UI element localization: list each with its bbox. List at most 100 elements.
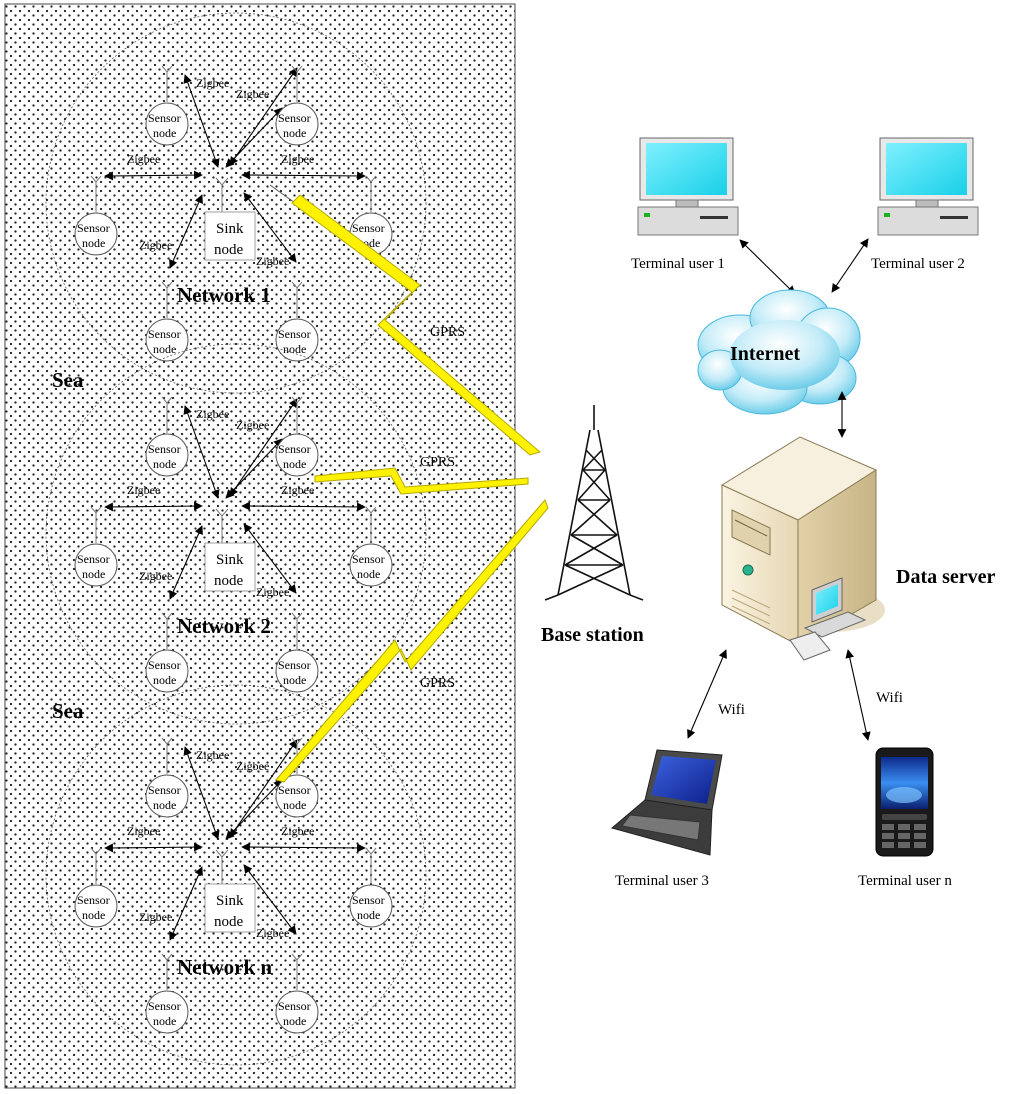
zigbee-link-arrow	[225, 438, 283, 499]
zigbee-link-arrow	[243, 192, 297, 263]
network-boundary	[45, 343, 427, 725]
sink-node-label-line1: Sink	[216, 221, 244, 237]
base-station-label: Base station	[541, 624, 644, 646]
network-n: SinknodeSensornodeSensornodeSensornodeSe…	[45, 684, 427, 1066]
zigbee-label: Zigbee	[256, 585, 289, 599]
sensor-node-label-line2: node	[153, 673, 176, 687]
sensor-node-label-line2: node	[153, 457, 176, 471]
sensor-node-label-line2: node	[153, 1014, 176, 1028]
sensor-node-bottom-left	[145, 318, 189, 362]
sink-antenna-icon	[215, 177, 229, 212]
zigbee-link-arrow	[169, 194, 203, 269]
link-user2-internet	[831, 238, 869, 293]
sensor-node-label-line2: node	[357, 567, 380, 581]
zigbee-label: Zigbee	[127, 483, 160, 497]
sensor-node-label-line2: node	[283, 673, 306, 687]
sensor-antenna-icon	[161, 953, 173, 990]
terminal-user-2-label: Terminal user 2	[871, 256, 965, 272]
sensor-node-label-line2: node	[153, 126, 176, 140]
base-station-tower-icon	[544, 405, 644, 601]
sensor-node-label-line1: Sensor	[278, 658, 311, 672]
zigbee-label: Zigbee	[281, 824, 314, 838]
sensor-antenna-icon	[291, 396, 303, 433]
terminal-user-n-phone-icon	[875, 747, 934, 857]
sensor-antenna-icon	[291, 612, 303, 649]
sensor-node-bottom-left	[145, 649, 189, 693]
sensor-node-label-line1: Sensor	[77, 221, 110, 235]
terminal-user-1-computer-icon	[637, 137, 739, 236]
sensor-node-left	[74, 884, 118, 928]
sensor-node-label-line1: Sensor	[352, 221, 385, 235]
sea-label: Sea	[52, 699, 84, 723]
sensor-node-label-line1: Sensor	[148, 783, 181, 797]
sink-node-label-line1: Sink	[216, 552, 244, 568]
link-user1-internet	[739, 239, 796, 295]
sensor-node-right	[349, 543, 393, 587]
zigbee-link-arrow	[225, 779, 283, 840]
zigbee-label: Zigbee	[281, 483, 314, 497]
zigbee-label: Zigbee	[139, 238, 172, 252]
sink-antenna-icon	[215, 508, 229, 543]
terminal-user-n-label: Terminal user n	[858, 873, 952, 889]
sensor-antenna-icon	[161, 612, 173, 649]
zigbee-label: Zigbee	[196, 748, 229, 762]
zigbee-label: Zigbee	[139, 910, 172, 924]
sensor-node-label-line1: Sensor	[148, 658, 181, 672]
sensor-node-label-line1: Sensor	[352, 552, 385, 566]
internet-label: Internet	[730, 343, 800, 365]
zigbee-label: Zigbee	[196, 407, 229, 421]
terminal-user-3-laptop-icon	[610, 749, 723, 856]
gprs-label: GPRS	[420, 676, 455, 691]
terminal-user-3-label: Terminal user 3	[615, 873, 709, 889]
sensor-node-bottom-left	[145, 990, 189, 1034]
network-1: SinknodeSensornodeSensornodeSensornodeSe…	[45, 12, 427, 394]
sensor-antenna-icon	[365, 847, 377, 884]
zigbee-link-arrow	[104, 170, 203, 181]
sink-node-label-line1: Sink	[216, 893, 244, 909]
sensor-node-left	[74, 212, 118, 256]
sensor-node-label-line2: node	[153, 342, 176, 356]
zigbee-link-arrow	[169, 866, 203, 941]
sensor-node-label-line1: Sensor	[77, 893, 110, 907]
sensor-node-label-line1: Sensor	[148, 111, 181, 125]
sea-label: Sea	[52, 368, 84, 392]
gprs-label: GPRS	[420, 455, 455, 470]
wifi-label: Wifi	[718, 702, 745, 718]
gprs-link-3: GPRS	[275, 499, 549, 783]
sensor-node-top-left	[145, 774, 189, 818]
data-server-label: Data server	[896, 566, 996, 588]
zigbee-link-arrow	[183, 746, 220, 840]
sensor-node-label-line1: Sensor	[278, 111, 311, 125]
zigbee-label: Zigbee	[236, 87, 269, 101]
zigbee-link-arrow	[225, 107, 283, 168]
sensor-node-label-line1: Sensor	[77, 552, 110, 566]
sensor-node-label-line1: Sensor	[278, 999, 311, 1013]
zigbee-label: Zigbee	[281, 152, 314, 166]
sensor-node-bottom-right	[275, 990, 319, 1034]
zigbee-label: Zigbee	[196, 76, 229, 90]
sensor-node-label-line2: node	[283, 798, 306, 812]
zigbee-label: Zigbee	[236, 418, 269, 432]
sensor-node-top-right	[275, 102, 319, 146]
sensor-node-top-right	[275, 774, 319, 818]
zigbee-label: Zigbee	[236, 759, 269, 773]
network-label: Network 2	[177, 614, 271, 638]
data-server-icon	[720, 436, 885, 661]
terminal-user-1-label: Terminal user 1	[631, 256, 725, 272]
sensor-antenna-icon	[161, 396, 173, 433]
sensor-antenna-icon	[365, 506, 377, 543]
link-server-usern	[845, 649, 871, 741]
sensor-node-label-line2: node	[82, 567, 105, 581]
sensor-node-label-line2: node	[283, 457, 306, 471]
sensor-node-label-line2: node	[82, 908, 105, 922]
sensor-node-label-line1: Sensor	[148, 999, 181, 1013]
gprs-link-2: GPRS	[314, 455, 529, 495]
sensor-node-top-right	[275, 433, 319, 477]
zigbee-link-arrow	[183, 74, 220, 168]
sensor-antenna-icon	[291, 281, 303, 318]
sensor-antenna-icon	[161, 281, 173, 318]
gprs-label: GPRS	[430, 325, 465, 340]
network-label: Network n	[177, 955, 272, 979]
zigbee-label: Zigbee	[127, 152, 160, 166]
